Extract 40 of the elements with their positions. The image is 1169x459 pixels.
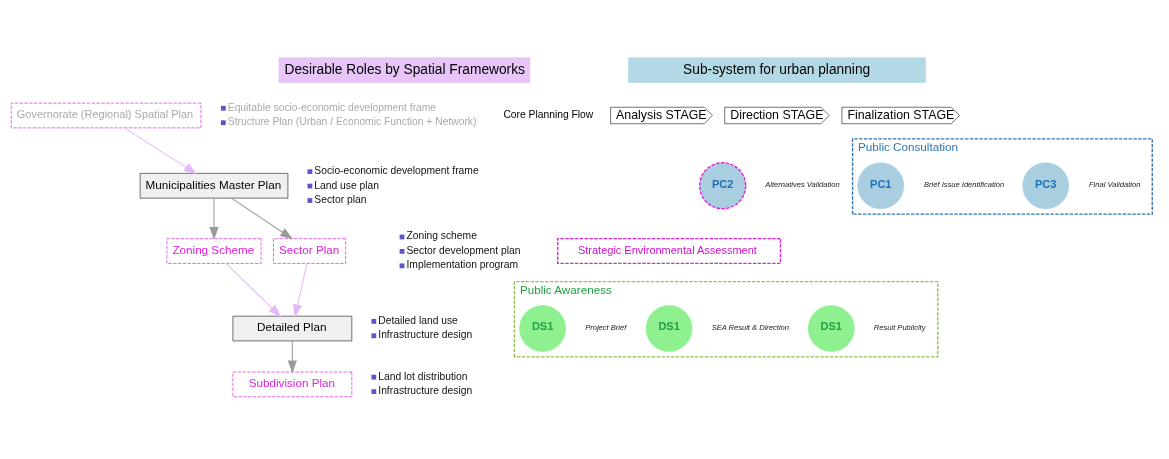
node-label: SEA Result & Direction [711,322,789,332]
arrow [231,197,294,239]
node-circle: PC1 [857,161,905,209]
label: Core Planning Flow [503,108,594,120]
node-circle: PC3 [1022,161,1070,209]
node-label: Equitable socio-economic development frame [227,101,437,113]
node-box: Zoning Scheme [166,237,262,264]
arrow [123,126,197,174]
node-label: Brief Issue Identification [924,179,1005,189]
label: Zoning scheme [406,229,477,241]
node-circle: DS1 [645,304,693,352]
node-label: Socio-economic development frame [314,164,479,176]
node-box: Sector Plan [273,237,346,264]
node-circle: DS1 [519,304,566,352]
arrow [293,262,308,318]
node-label: Land lot distribution [378,370,468,382]
arrow [287,340,297,373]
node-label: Alternatives Validation [765,179,840,189]
node-label: Structure Plan (Urban / Economic Function + Network) [227,115,477,127]
node-circle: PC2 [698,161,747,209]
node-box: Subdivision Plan [232,371,353,397]
label: Sector development plan [406,244,521,256]
arrow [209,197,219,240]
node-label: Detailed land use [378,314,458,326]
node-label: Land use plan [314,179,380,190]
node-box: Governorate (Regional) Spatial Plan [10,102,202,128]
node-label: Sector plan [314,193,367,205]
label: Implementation program [406,258,519,270]
node-label: Final Validation [1089,179,1141,189]
node-box: Desirable Roles by Spatial Frameworks [278,56,531,83]
node-label: Result Publicity [873,322,926,332]
node-label: Infrastructure design [378,328,473,340]
node-label: Infrastructure design [378,384,473,396]
arrow [225,262,282,317]
node-box: Municipalities Master Plan [139,172,289,198]
node-circle: DS1 [807,304,855,352]
node-box: Strategic Environmental Assessment [557,237,782,264]
node-label: Project Brief [585,322,627,332]
node-box: Detailed Plan [232,315,353,341]
node-box: Sub-system for urban planning [628,56,926,83]
